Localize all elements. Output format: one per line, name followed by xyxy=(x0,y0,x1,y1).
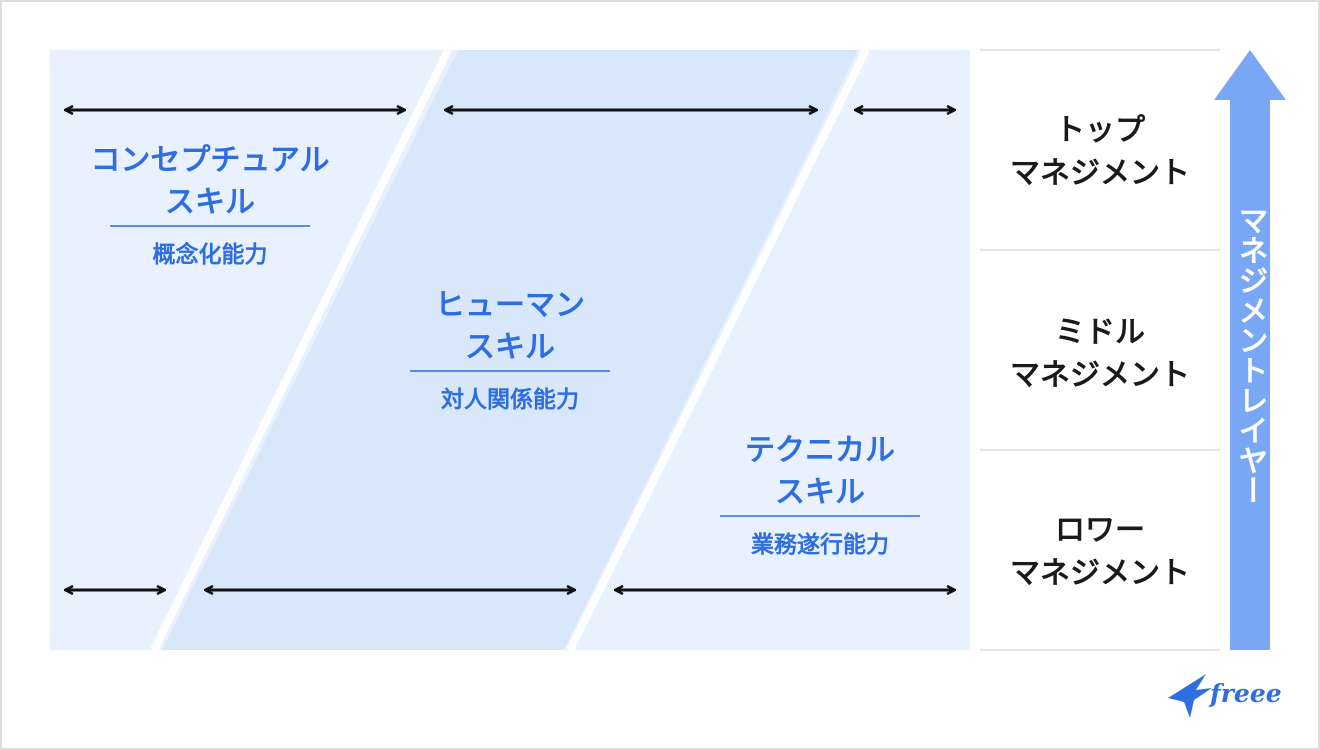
top-management-line2: マネジメント xyxy=(1010,156,1190,191)
technical-title-line2: スキル xyxy=(775,475,865,510)
human-skill-label: ヒューマン スキル 対人関係能力 xyxy=(410,288,610,413)
human-skill-band xyxy=(162,50,858,650)
logo-text: freee xyxy=(1208,679,1282,708)
conceptual-skill-label: コンセプチュアル スキル 概念化能力 xyxy=(90,143,329,268)
human-title-line1: ヒューマン xyxy=(435,288,585,323)
divider-line-right xyxy=(566,48,870,652)
management-layer-label: マネジメントレイヤー xyxy=(1233,205,1268,505)
middle-management-line1: ミドル xyxy=(1055,315,1145,350)
conceptual-title-line1: コンセプチュアル xyxy=(90,143,329,178)
top-management-line1: トップ xyxy=(1055,113,1146,148)
technical-title-line1: テクニカル xyxy=(745,433,895,468)
layer-axis-arrow xyxy=(1214,50,1286,650)
layer-rows: トップ マネジメント ミドル マネジメント ロワー マネジメント xyxy=(980,49,1220,651)
lower-management-line1: ロワー xyxy=(1055,513,1145,548)
freee-logo: freee xyxy=(1168,674,1282,718)
technical-subtitle: 業務遂行能力 xyxy=(750,531,889,558)
bird-icon xyxy=(1168,674,1212,718)
human-title-line2: スキル xyxy=(465,330,555,365)
human-subtitle: 対人関係能力 xyxy=(441,386,579,413)
technical-skill-label: テクニカル スキル 業務遂行能力 xyxy=(720,433,920,558)
management-layer-axis: マネジメントレイヤー xyxy=(1214,50,1286,650)
conceptual-title-line2: スキル xyxy=(165,185,255,220)
middle-management-line2: マネジメント xyxy=(1010,358,1190,393)
divider-line-left xyxy=(150,48,452,652)
conceptual-subtitle: 概念化能力 xyxy=(153,241,268,268)
lower-management-line2: マネジメント xyxy=(1010,556,1190,591)
